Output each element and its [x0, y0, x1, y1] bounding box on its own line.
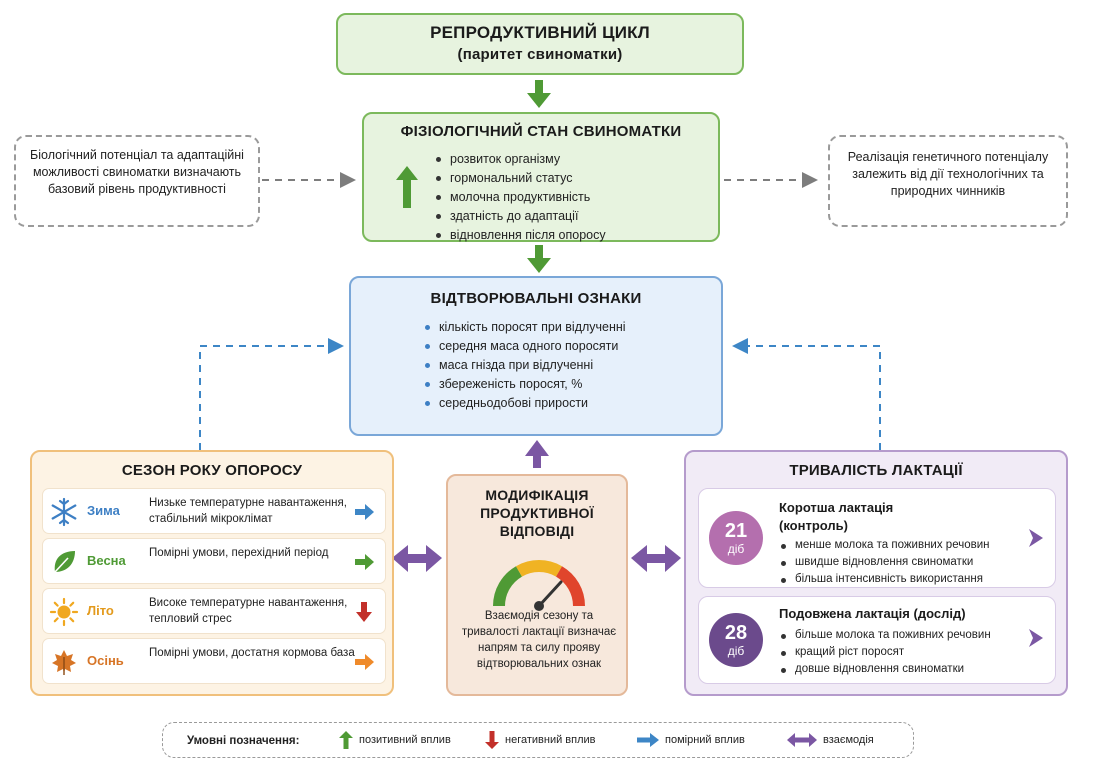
- reproductive-traits-title: ВІДТВОРЮВАЛЬНІ ОЗНАКИ: [430, 290, 642, 307]
- list-item: швидше відновлення свиноматки: [781, 554, 989, 571]
- modification-up-arrow: [525, 440, 549, 468]
- season-row-winter: Зима Низьке температурне навантаження, с…: [42, 488, 386, 534]
- legend-label: Умовні позначення:: [187, 735, 299, 747]
- modification-box: МОДИФІКАЦІЯ ПРОДУКТИВНОЇ ВІДПОВІДІ Взаєм…: [446, 474, 628, 696]
- season-desc-summer: Високе температурне навантаження, теплов…: [149, 597, 348, 625]
- modification-text: Взаємодія сезону та тривалості лактації …: [461, 610, 617, 670]
- day-count: 21: [724, 520, 748, 542]
- lactation-card-title: Подовжена лактація (дослід): [779, 606, 966, 621]
- season-desc-winter: Низьке температурне навантаження, стабіл…: [149, 497, 347, 525]
- list-item: більша інтенсивність використання: [781, 571, 989, 588]
- lactation-card-long: 28 діб Подовжена лактація (дослід) більш…: [698, 596, 1056, 684]
- list-item: довше відновлення свиноматки: [781, 661, 991, 678]
- day-badge: 28 діб: [709, 613, 763, 667]
- lactation-interaction-arrow: [631, 545, 681, 572]
- season-row-summer: Літо Високе температурне навантаження, т…: [42, 588, 386, 634]
- lactation-card-title-line: Коротша лактація: [779, 500, 894, 515]
- lactation-title: ТРИВАЛІСТЬ ЛАКТАЦІЇ: [789, 462, 963, 479]
- season-name-winter: Зима: [87, 503, 120, 518]
- legend-negative: негативний вплив: [485, 731, 596, 749]
- lactation-card-list: більше молока та поживних речовин кращий…: [781, 627, 991, 678]
- positive-arrow-icon: [355, 554, 374, 570]
- gauge-icon: [493, 560, 585, 611]
- autumn-leaf-icon: [52, 650, 76, 675]
- list-item: більше молока та поживних речовин: [781, 627, 991, 644]
- down-arrow-mid: [527, 245, 551, 273]
- lactation-card-title: Коротша лактація (контроль): [779, 499, 893, 535]
- day-count: 28: [724, 622, 748, 644]
- lactation-card-title-line: (контроль): [779, 518, 848, 533]
- season-title: СЕЗОН РОКУ ОПОРОСУ: [121, 462, 303, 479]
- legend-positive: позитивний вплив: [339, 731, 451, 749]
- physiological-state-title: ФІЗІОЛОГІЧНИЙ СТАН СВИНОМАТКИ: [400, 123, 682, 140]
- season-interaction-arrow: [392, 545, 442, 572]
- season-row-spring: Весна Помірні умови, перехідний період: [42, 538, 386, 584]
- season-row-autumn: Осінь Помірні умови, достатня кормова ба…: [42, 638, 386, 684]
- reproductive-traits-box: ВІДТВОРЮВАЛЬНІ ОЗНАКИ кількість поросят …: [349, 276, 723, 436]
- positive-arrow-icon: [396, 166, 418, 208]
- reproductive-cycle-title: РЕПРОДУКТИВНИЙ ЦИКЛ: [430, 23, 650, 42]
- legend-label-text: Умовні позначення:: [187, 735, 300, 747]
- physiological-state-list: розвиток організму гормональний статус м…: [436, 150, 606, 245]
- legend-box: Умовні позначення: позитивний вплив нега…: [162, 722, 914, 758]
- reproductive-cycle-box: РЕПРОДУКТИВНИЙ ЦИКЛ (паритет свиноматки): [336, 13, 744, 75]
- list-item: середня маса одного поросяти: [425, 337, 626, 356]
- list-item: кількість поросят при відлученні: [425, 318, 626, 337]
- right-note-text: Реалізація генетичного потенціалу залежи…: [847, 150, 1049, 198]
- lactation-card-list: менше молока та поживних речовин швидше …: [781, 537, 989, 588]
- list-item: розвиток організму: [436, 150, 606, 169]
- legend-interaction-text: взаємодія: [823, 734, 874, 746]
- modification-title: МОДИФІКАЦІЯ ПРОДУКТИВНОЇ ВІДПОВІДІ: [480, 487, 594, 539]
- left-note-box: Біологічний потенціал та адаптаційні мож…: [14, 135, 260, 227]
- season-to-repro-connector: [199, 338, 344, 450]
- list-item: гормональний статус: [436, 169, 606, 188]
- list-item: маса гнізда при відлученні: [425, 356, 626, 375]
- sun-icon: [49, 597, 79, 627]
- legend-negative-text: негативний вплив: [505, 734, 596, 746]
- negative-arrow-icon: [485, 731, 499, 749]
- list-item: здатність до адаптації: [436, 207, 606, 226]
- reproductive-cycle-subtitle: (паритет свиноматки): [457, 46, 623, 63]
- legend-interaction: взаємодія: [787, 733, 874, 747]
- list-item: відновлення після опоросу: [436, 226, 606, 245]
- season-box: СЕЗОН РОКУ ОПОРОСУ Зима Низьке температу…: [30, 450, 394, 696]
- list-item: збереженість поросят, %: [425, 375, 626, 394]
- day-unit: діб: [727, 542, 745, 556]
- left-note-text: Біологічний потенціал та адаптаційні мож…: [30, 148, 244, 196]
- list-item: кращий ріст поросят: [781, 644, 991, 661]
- right-note-box: Реалізація генетичного потенціалу залежи…: [828, 135, 1068, 227]
- positive-arrow-icon: [339, 731, 353, 749]
- interaction-arrow-icon: [1029, 529, 1043, 547]
- day-badge: 21 діб: [709, 511, 763, 565]
- season-name-summer: Літо: [87, 603, 114, 618]
- season-desc-spring: Помірні умови, перехідний період: [149, 547, 329, 559]
- down-arrow-top: [527, 80, 551, 108]
- interaction-arrow-icon: [1029, 629, 1043, 647]
- legend-positive-text: позитивний вплив: [359, 734, 451, 746]
- season-desc-autumn: Помірні умови, достатня кормова база: [149, 647, 355, 659]
- legend-moderate-text: помірний вплив: [665, 734, 745, 746]
- reproductive-traits-list: кількість поросят при відлученні середня…: [425, 318, 626, 413]
- physiological-state-box: ФІЗІОЛОГІЧНИЙ СТАН СВИНОМАТКИ розвиток о…: [362, 112, 720, 242]
- negative-arrow-icon: [356, 602, 372, 622]
- list-item: менше молока та поживних речовин: [781, 537, 989, 554]
- season-name-autumn: Осінь: [87, 653, 124, 668]
- interaction-arrow-icon: [787, 733, 817, 747]
- leaf-icon: [54, 551, 75, 573]
- moderate-arrow-icon: [637, 733, 659, 747]
- lactation-box: ТРИВАЛІСТЬ ЛАКТАЦІЇ 21 діб Коротша лакта…: [684, 450, 1068, 696]
- lactation-card-short: 21 діб Коротша лактація (контроль) менше…: [698, 488, 1056, 588]
- list-item: молочна продуктивність: [436, 188, 606, 207]
- moderate-arrow-icon: [355, 504, 374, 520]
- season-name-spring: Весна: [87, 553, 126, 568]
- legend-moderate: помірний вплив: [637, 733, 745, 747]
- snowflake-icon: [51, 497, 77, 527]
- orange-arrow-icon: [355, 654, 374, 670]
- day-unit: діб: [727, 644, 745, 658]
- lactation-to-repro-connector: [732, 338, 881, 450]
- list-item: середньодобові прирости: [425, 394, 626, 413]
